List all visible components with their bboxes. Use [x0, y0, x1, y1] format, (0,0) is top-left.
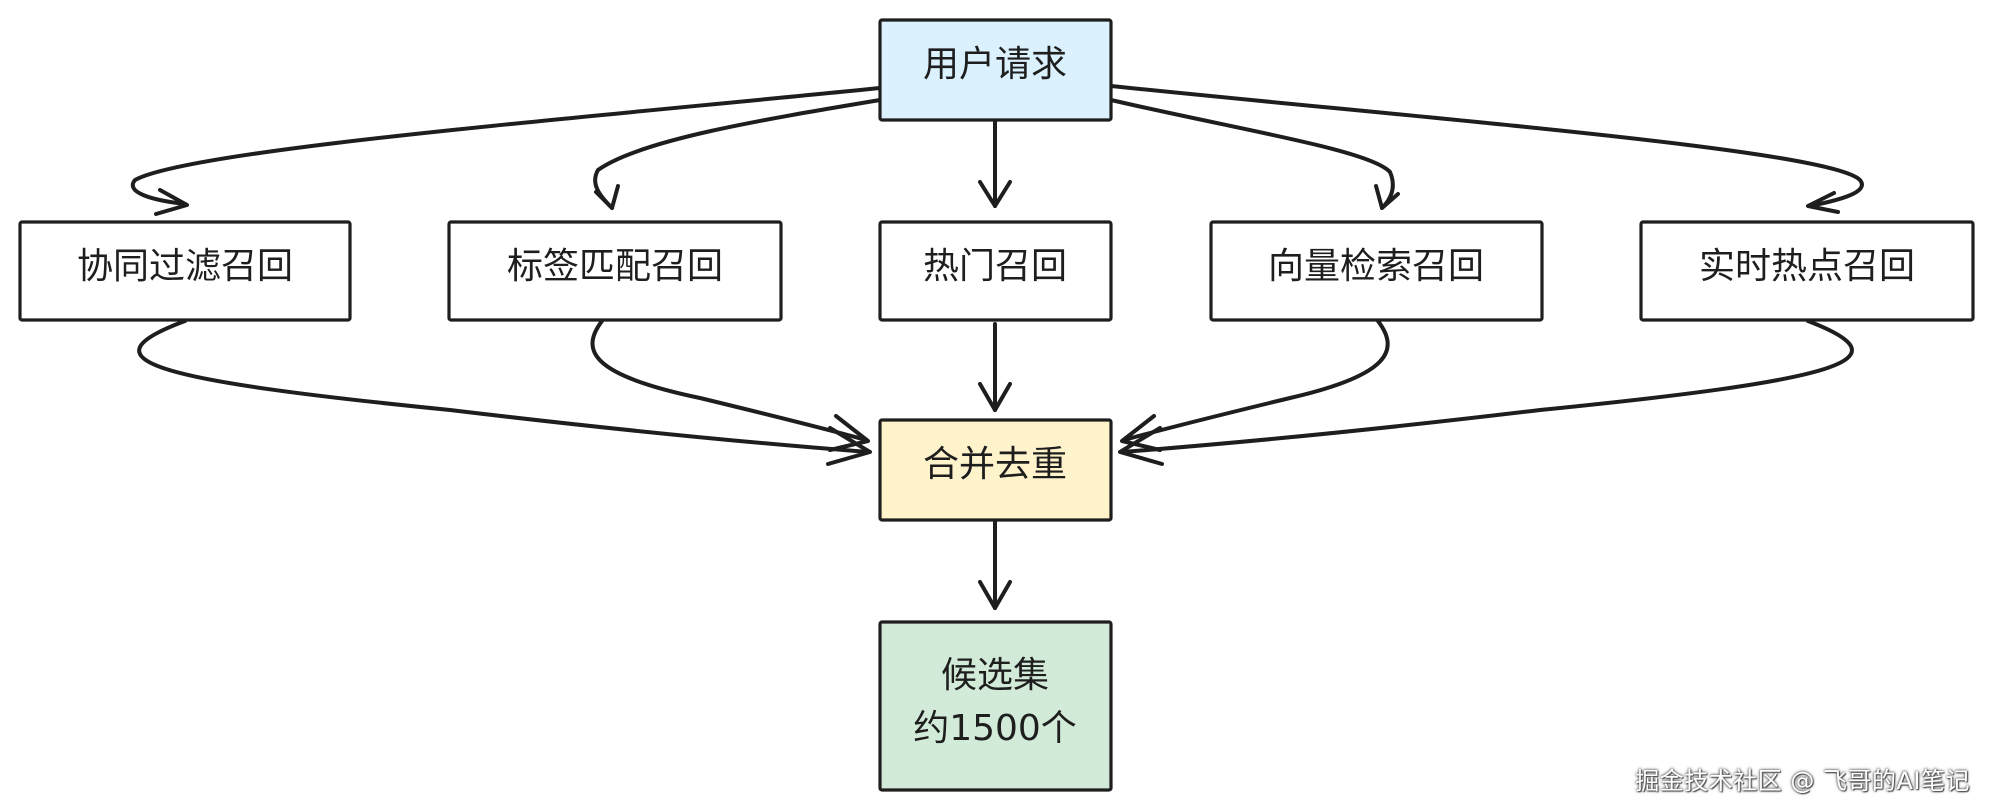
watermark-text: 掘金技术社区 @ 飞哥的AI笔记: [1635, 761, 1970, 796]
node-candidate-set-box: [880, 622, 1111, 790]
node-candidate-set-label-line1: 候选集: [941, 655, 1049, 696]
node-vector-recall-label: 向量检索召回: [1268, 246, 1484, 287]
arrow-user-request-to-hot-recall: [980, 122, 1010, 206]
node-vector-recall: 向量检索召回: [1211, 222, 1542, 320]
edges: [133, 86, 1862, 608]
node-realtime-recall: 实时热点召回: [1641, 222, 1973, 320]
arrow-merge-to-candidate-set: [980, 522, 1010, 608]
node-user-request-label: 用户请求: [923, 44, 1067, 85]
arrow-user-request-to-cf-recall: [133, 88, 880, 214]
arrow-cf-recall-to-merge: [139, 321, 870, 464]
arrow-realtime-recall-to-merge: [1120, 321, 1852, 464]
arrow-hot-recall-to-merge: [980, 324, 1010, 410]
arrow-user-request-to-tag-recall: [595, 100, 880, 208]
node-hot-recall-label: 热门召回: [923, 246, 1067, 287]
node-candidate-set-label-line2: 约1500个: [913, 708, 1077, 749]
arrow-user-request-to-vector-recall: [1111, 100, 1398, 208]
arrow-user-request-to-realtime-recall: [1111, 86, 1862, 212]
node-merge-dedup-label: 合并去重: [923, 444, 1067, 485]
node-realtime-recall-label: 实时热点召回: [1699, 246, 1915, 287]
node-user-request: 用户请求: [880, 20, 1111, 120]
node-cf-recall-label: 协同过滤召回: [77, 246, 293, 287]
node-merge-dedup: 合并去重: [880, 420, 1111, 520]
node-cf-recall: 协同过滤召回: [20, 222, 350, 320]
node-hot-recall: 热门召回: [880, 222, 1111, 320]
node-tag-recall: 标签匹配召回: [449, 222, 781, 320]
node-tag-recall-label: 标签匹配召回: [507, 246, 723, 287]
node-candidate-set: 候选集 约1500个: [880, 622, 1111, 790]
